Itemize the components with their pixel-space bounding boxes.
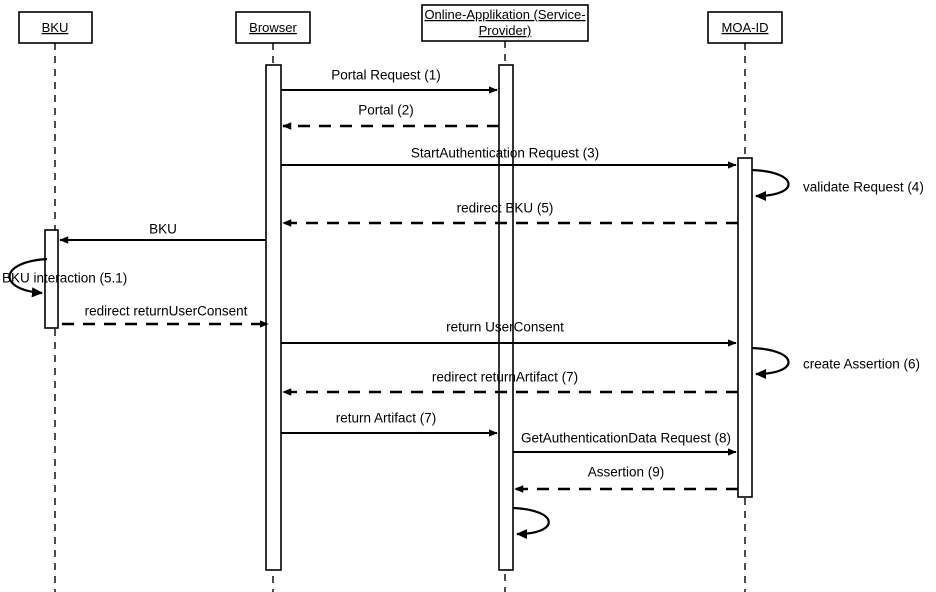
participant-browser[interactable]: Browser <box>235 11 311 44</box>
participant-label-bku: BKU <box>42 20 69 35</box>
message-portal[interactable]: Portal (2) <box>282 103 499 130</box>
message-label-return-artifact: return Artifact (7) <box>336 411 437 426</box>
message-selfloop-validate-request[interactable] <box>751 168 790 202</box>
message-create-assertion[interactable]: create Assertion (6) <box>751 346 920 380</box>
message-selfloop-create-assertion[interactable] <box>751 346 790 380</box>
participant-label-oa-line1: Online-Applikation (Service- <box>424 7 585 22</box>
activation-bar-browser <box>265 64 282 571</box>
message-label-create-assertion: create Assertion (6) <box>803 357 920 372</box>
message-label-redirect-returnartifact: redirect returnArtifact (7) <box>432 370 578 385</box>
participant-label-moaid: MOA-ID <box>722 20 769 35</box>
message-label-startauthentication-request: StartAuthentication Request (3) <box>411 146 599 161</box>
message-getauthenticationdata-request[interactable]: GetAuthenticationData Request (8) <box>513 431 737 456</box>
participant-box-bku[interactable] <box>18 11 93 44</box>
message-bku-interaction[interactable]: BKU interaction (5.1) <box>2 257 127 298</box>
participant-box-browser[interactable] <box>235 11 311 44</box>
activation-bar-oa <box>498 64 514 571</box>
message-redirect-returnartifact[interactable]: redirect returnArtifact (7) <box>282 370 738 396</box>
message-authenticateuser[interactable] <box>512 506 550 540</box>
message-return-userconsent[interactable]: return UserConsent <box>281 320 737 347</box>
message-label-redirect-bku: redirect BKU (5) <box>457 201 554 216</box>
participant-label-oa-line2: Provider) <box>479 23 532 38</box>
message-selfloop-authenticateuser[interactable] <box>512 506 550 540</box>
message-redirect-bku[interactable]: redirect BKU (5) <box>282 201 738 227</box>
participant-box-moaid[interactable] <box>707 11 783 44</box>
message-portal-request[interactable]: Portal Request (1) <box>281 68 498 94</box>
message-label-getauthenticationdata-request: GetAuthenticationData Request (8) <box>521 431 731 446</box>
message-label-assertion: Assertion (9) <box>588 465 665 480</box>
message-bku[interactable]: BKU <box>59 222 266 244</box>
message-validate-request[interactable]: validate Request (4) <box>751 168 924 202</box>
message-label-bku-interaction: BKU interaction (5.1) <box>2 271 127 286</box>
message-selfloop-bku-interaction[interactable] <box>8 257 48 298</box>
message-label-portal-request: Portal Request (1) <box>331 68 441 83</box>
message-startauthentication-request[interactable]: StartAuthentication Request (3) <box>281 146 737 169</box>
message-redirect-returnuserconsent[interactable]: redirect returnUserConsent <box>62 304 269 328</box>
activation-bars-group <box>44 64 753 571</box>
message-label-bku: BKU <box>149 222 177 237</box>
participant-online-applikation[interactable]: Online-Applikation (Service- Provider) <box>421 4 589 42</box>
message-label-portal: Portal (2) <box>358 103 414 118</box>
participant-bku[interactable]: BKU <box>18 11 93 44</box>
message-label-validate-request: validate Request (4) <box>803 180 924 195</box>
activation-bar-moaid <box>737 157 753 498</box>
activation-bar-bku <box>44 229 59 329</box>
participant-moa-id[interactable]: MOA-ID <box>707 11 783 44</box>
participant-label-browser: Browser <box>249 20 297 35</box>
message-label-return-userconsent: return UserConsent <box>446 320 564 335</box>
participant-box-oa[interactable] <box>421 4 589 42</box>
message-label-redirect-returnuserconsent: redirect returnUserConsent <box>85 304 248 319</box>
message-return-artifact[interactable]: return Artifact (7) <box>281 411 498 437</box>
message-assertion[interactable]: Assertion (9) <box>514 465 738 493</box>
